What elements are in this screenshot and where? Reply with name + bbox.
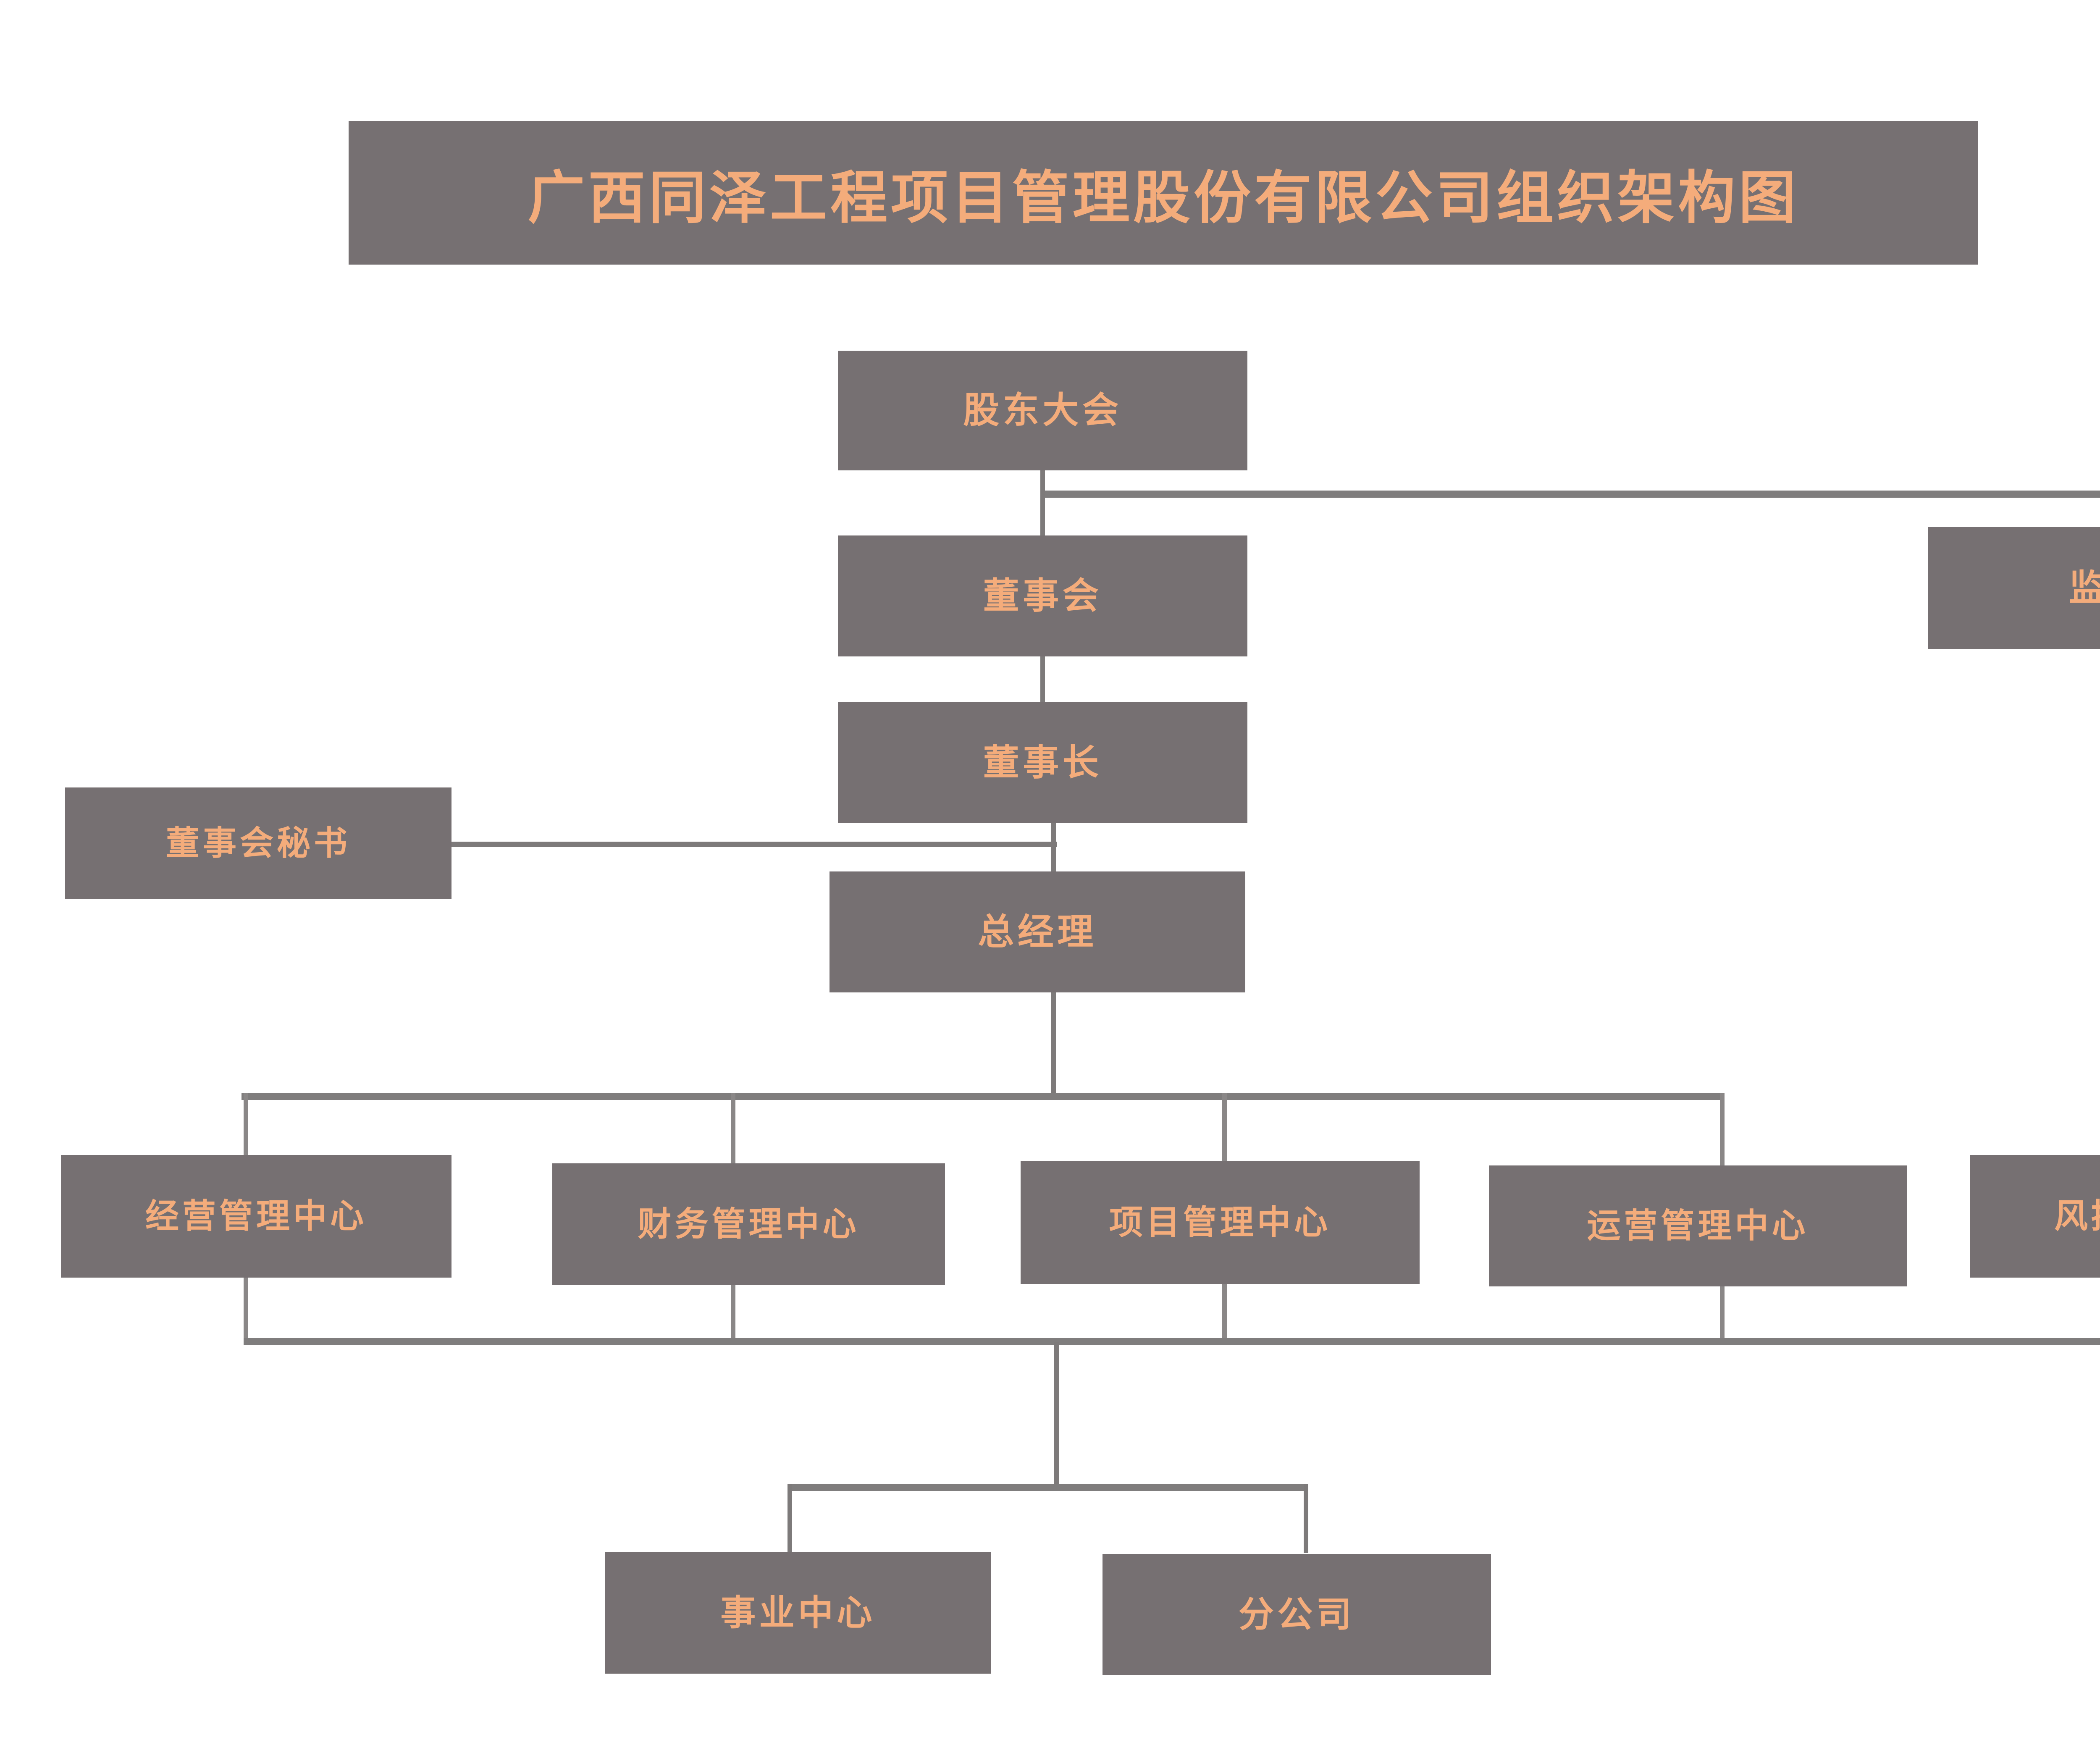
node-finance-management-center[interactable]: 财务管理中心 [552,1163,945,1285]
node-chairman-label: 董事长 [983,741,1102,784]
connector-centers-bus [242,1093,1724,1100]
node-board-of-directors[interactable]: 董事会 [838,535,1247,656]
node-general-manager-label: 总经理 [978,911,1097,953]
node-branch-company[interactable]: 分公司 [1102,1554,1491,1675]
node-project-management-center[interactable]: 项目管理中心 [1021,1161,1420,1284]
node-board-of-supervisors[interactable]: 监事会 [1928,527,2100,649]
connector-shareholders-stem [1040,470,1045,493]
connector-secretary-tie [450,842,1057,847]
connector-shareholders-bus [1040,491,2100,498]
chart-title-banner: 广西同泽工程项目管理股份有限公司组织架构图 [349,121,1978,265]
node-project-management-center-label: 项目管理中心 [1109,1203,1331,1242]
connector-lower-bus [244,1338,2100,1345]
connector-drop-biz-mgmt [244,1093,248,1156]
connector-biz-mgmt-down [244,1277,248,1342]
connector-lower-trunk [1054,1342,1059,1487]
node-operations-management-center-label: 运营管理中心 [1587,1206,1809,1245]
connector-drop-operations-mgmt [1720,1093,1725,1166]
node-branch-company-label: 分公司 [1238,1593,1355,1635]
node-board-of-directors-label: 董事会 [983,575,1102,617]
connector-drop-business-unit [788,1484,792,1553]
connector-finance-mgmt-down [731,1277,735,1342]
node-board-secretary-label: 董事会秘书 [166,823,351,863]
connector-operations-mgmt-down [1720,1277,1725,1342]
node-finance-management-center-label: 财务管理中心 [638,1205,860,1244]
connector-gm-stem [1051,990,1056,1096]
connector-bottom-bus [788,1484,1308,1491]
node-operations-management-center[interactable]: 运营管理中心 [1489,1165,1907,1286]
node-board-secretary[interactable]: 董事会秘书 [65,787,452,899]
node-shareholders-label: 股东大会 [963,389,1122,432]
node-risk-compliance-center[interactable]: 风控合规中心 [1970,1155,2100,1278]
connector-board-drop [1040,491,1045,537]
node-shareholders[interactable]: 股东大会 [838,351,1247,470]
connector-drop-project-mgmt [1222,1093,1227,1162]
connector-board-to-chairman [1040,655,1045,703]
node-business-management-center-label: 经营管理中心 [145,1197,367,1236]
node-business-unit-center[interactable]: 事业中心 [605,1552,991,1674]
node-risk-compliance-center-label: 风控合规中心 [2054,1197,2100,1236]
chart-title-text: 广西同泽工程项目管理股份有限公司组织架构图 [528,165,1799,231]
node-business-unit-center-label: 事业中心 [720,1592,876,1633]
node-board-of-supervisors-label: 监事会 [2068,567,2100,609]
node-general-manager[interactable]: 总经理 [830,871,1245,992]
node-chairman[interactable]: 董事长 [838,702,1247,823]
connector-drop-finance-mgmt [731,1093,735,1164]
connector-project-mgmt-down [1222,1277,1227,1342]
node-business-management-center[interactable]: 经营管理中心 [61,1155,452,1278]
connector-drop-branch [1304,1484,1308,1553]
connector-chairman-to-gm [1051,823,1056,874]
